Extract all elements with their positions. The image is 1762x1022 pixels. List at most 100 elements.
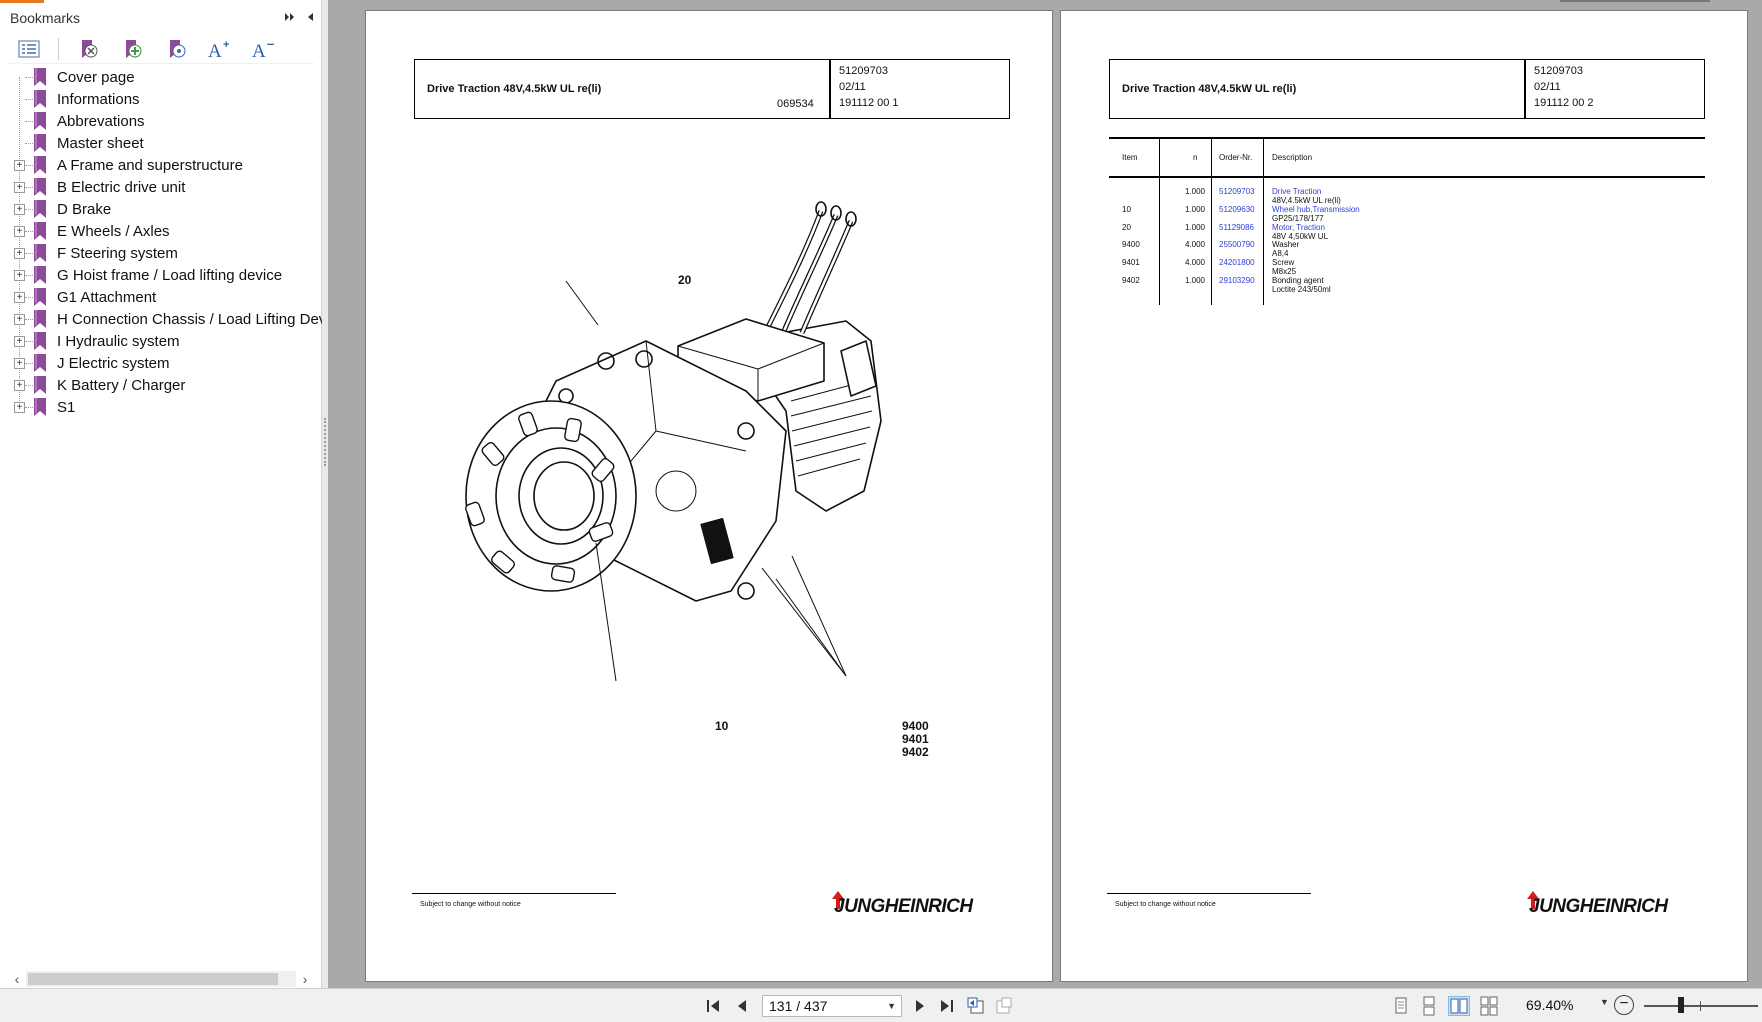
svg-text:A: A <box>208 41 222 60</box>
delete-bookmark-icon[interactable] <box>73 36 103 62</box>
document-page-left: Drive Traction 48V,4.5kW UL re(li) 06953… <box>365 10 1053 982</box>
tree-connector <box>25 297 39 298</box>
bookmark-item[interactable]: Master sheet <box>8 132 322 154</box>
expand-icon[interactable]: + <box>14 203 25 215</box>
expand-icon[interactable]: + <box>14 269 25 281</box>
bookmark-label: D Brake <box>57 200 112 218</box>
part-number: 51209703 <box>1534 65 1583 77</box>
splitter-grip[interactable] <box>324 418 326 466</box>
bookmark-icon <box>34 156 46 174</box>
bookmark-properties-icon[interactable] <box>161 36 191 62</box>
bookmark-item[interactable]: + K Battery / Charger <box>8 374 322 396</box>
bookmark-item[interactable]: + I Hydraulic system <box>8 330 322 352</box>
expand-icon[interactable]: + <box>14 357 25 369</box>
continuous-view-icon[interactable] <box>1418 996 1440 1016</box>
cell-description: Washer <box>1272 240 1300 249</box>
collapse-panel-icon[interactable] <box>304 10 316 22</box>
bookmark-item[interactable]: +H Connection Chassis / Load Lifting Dev… <box>8 308 322 330</box>
expand-icon[interactable]: + <box>14 335 25 347</box>
next-view-icon[interactable] <box>994 996 1014 1016</box>
cell-item: 9401 <box>1122 258 1140 267</box>
zoom-slider[interactable] <box>1644 1005 1758 1007</box>
previous-page-icon[interactable] <box>732 996 752 1016</box>
bookmark-label: K Battery / Charger <box>57 376 186 394</box>
toolbar-separator <box>58 37 59 60</box>
expand-all-icon[interactable] <box>14 36 44 62</box>
first-page-icon[interactable] <box>704 996 724 1016</box>
scroll-left-icon[interactable]: ‹ <box>14 971 20 987</box>
bookmark-item[interactable]: +A Frame and superstructure <box>8 154 322 176</box>
column-divider <box>1211 137 1212 305</box>
order-number-link[interactable]: 24201800 <box>1219 258 1255 267</box>
bookmark-item[interactable]: + D Brake <box>8 198 322 220</box>
cell-description[interactable]: Wheel hub,Transmission <box>1272 205 1360 214</box>
order-number-link[interactable]: 25500790 <box>1219 240 1255 249</box>
add-bookmark-icon[interactable] <box>117 36 147 62</box>
order-number-link[interactable]: 51129086 <box>1219 223 1254 232</box>
expand-icon[interactable]: + <box>14 379 25 391</box>
bookmark-item[interactable]: +J Electric system <box>8 352 322 374</box>
column-divider <box>1263 137 1264 305</box>
zoom-slider-thumb[interactable] <box>1678 997 1684 1013</box>
svg-text:+: + <box>223 39 229 51</box>
decrease-font-icon[interactable]: A– <box>249 36 279 62</box>
page-number-input[interactable]: 131 / 437 ▼ <box>762 995 902 1017</box>
bookmark-item[interactable]: +E Wheels / Axles <box>8 220 322 242</box>
chevron-down-icon[interactable]: ▼ <box>887 1001 896 1011</box>
expand-icon[interactable]: + <box>14 247 25 259</box>
horizontal-scrollbar[interactable]: ‹ › <box>8 970 314 988</box>
cell-item: 20 <box>1122 223 1131 232</box>
table-rule <box>1109 137 1705 139</box>
cell-description-detail: M8x25 <box>1272 267 1297 276</box>
bookmark-icon <box>34 222 46 240</box>
bookmark-item[interactable]: Cover page <box>8 66 322 88</box>
cell-description-detail: Loctite 243/50ml <box>1272 285 1331 294</box>
zoom-level[interactable]: 69.40% <box>1526 997 1574 1013</box>
expand-panel-icon[interactable] <box>284 10 296 22</box>
bookmark-item[interactable]: +B Electric drive unit <box>8 176 322 198</box>
order-number-link[interactable]: 51209703 <box>1219 187 1255 196</box>
next-page-icon[interactable] <box>910 996 930 1016</box>
last-page-icon[interactable] <box>936 996 956 1016</box>
increase-font-icon[interactable]: A+ <box>205 36 235 62</box>
bookmark-item[interactable]: Abbrevations <box>8 110 322 132</box>
bookmark-label: I Hydraulic system <box>57 332 180 350</box>
bookmark-item[interactable]: +G Hoist frame / Load lifting device <box>8 264 322 286</box>
order-number-link[interactable]: 51209630 <box>1219 205 1255 214</box>
expand-icon[interactable]: + <box>14 181 25 193</box>
tree-connector <box>25 363 39 364</box>
bookmark-item[interactable]: + F Steering system <box>8 242 322 264</box>
scroll-right-icon[interactable]: › <box>302 971 308 987</box>
expand-icon[interactable]: + <box>14 401 25 413</box>
scrollbar-thumb[interactable] <box>28 973 278 985</box>
expand-icon[interactable]: + <box>14 291 25 303</box>
bookmark-icon <box>34 112 46 130</box>
bookmark-item[interactable]: Informations <box>8 88 322 110</box>
bookmarks-title: Bookmarks <box>10 10 81 26</box>
cell-description[interactable]: Motor, Traction <box>1272 223 1325 232</box>
cell-description: Bonding agent <box>1272 276 1324 285</box>
expand-icon[interactable]: + <box>14 225 25 237</box>
scrollbar-track[interactable] <box>26 971 296 987</box>
single-page-view-icon[interactable] <box>1390 996 1412 1016</box>
order-number-link[interactable]: 29103290 <box>1219 276 1255 285</box>
cell-description[interactable]: Drive Traction <box>1272 187 1322 196</box>
expand-icon[interactable]: + <box>14 313 25 325</box>
previous-view-icon[interactable] <box>966 996 986 1016</box>
facing-view-icon[interactable] <box>1448 996 1470 1016</box>
zoom-out-icon[interactable]: − <box>1614 995 1634 1015</box>
bookmark-label: F Steering system <box>57 244 178 262</box>
panel-splitter[interactable] <box>322 0 328 988</box>
cell-item: 9400 <box>1122 240 1140 249</box>
expand-icon[interactable]: + <box>14 159 25 171</box>
cell-item: 10 <box>1122 205 1131 214</box>
continuous-facing-view-icon[interactable] <box>1478 996 1500 1016</box>
page-header-box: Drive Traction 48V,4.5kW UL re(li) 06953… <box>414 59 1010 119</box>
document-page-right: Drive Traction 48V,4.5kW UL re(li) 51209… <box>1060 10 1748 982</box>
bookmark-item[interactable]: +S1 <box>8 396 322 418</box>
cell-quantity: 1.000 <box>1184 187 1205 196</box>
bookmarks-toolbar: A+ A– <box>8 34 314 64</box>
bookmark-item[interactable]: +G1 Attachment <box>8 286 322 308</box>
zoom-dropdown-icon[interactable]: ▼ <box>1600 997 1609 1007</box>
